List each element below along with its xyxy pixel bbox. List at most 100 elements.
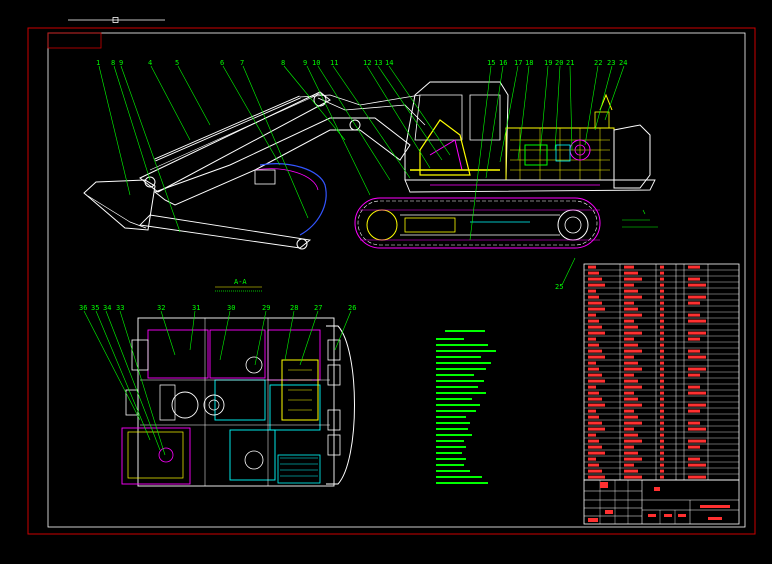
engine-compartment <box>505 93 615 181</box>
callout: 31 <box>192 304 200 312</box>
table-cell-mark <box>588 403 605 407</box>
callout: 23 <box>607 59 615 67</box>
callout: 16 <box>499 59 507 67</box>
table-cell-mark <box>688 427 706 431</box>
bucket <box>83 179 156 231</box>
table-cell-mark <box>688 337 700 341</box>
table-cell-mark <box>688 277 700 281</box>
table-cell-mark <box>588 391 599 395</box>
table-cell-mark <box>660 415 664 419</box>
svg-text:A-A: A-A <box>234 278 247 286</box>
table-cell-mark <box>624 325 638 329</box>
callout-25: 25 <box>555 283 563 291</box>
callout: 36 <box>79 304 87 312</box>
table-cell-mark <box>624 367 642 371</box>
table-cell-mark <box>588 331 605 335</box>
table-cell-mark <box>688 355 706 359</box>
table-cell-mark <box>688 301 700 305</box>
table-cell-mark <box>624 301 634 305</box>
top-leader-lines <box>98 65 625 241</box>
table-cell-mark <box>688 403 706 407</box>
table-cell-mark <box>624 475 642 479</box>
table-cell-mark <box>624 289 638 293</box>
table-cell-mark <box>660 307 664 311</box>
table-cell-mark <box>660 445 664 449</box>
table-cell-mark <box>588 475 605 479</box>
table-cell-mark <box>624 349 642 353</box>
table-cell-mark <box>688 373 700 377</box>
callout: 27 <box>314 304 322 312</box>
callout: 7 <box>240 59 244 67</box>
table-cell-mark <box>588 367 599 371</box>
table-cell-mark <box>660 343 664 347</box>
table-cell-mark <box>624 469 638 473</box>
callout: 34 <box>103 304 111 312</box>
callout: 33 <box>116 304 124 312</box>
table-cell-mark <box>588 325 602 329</box>
table-cell-mark <box>588 313 596 317</box>
table-cell-mark <box>588 469 602 473</box>
table-cell-mark <box>660 403 664 407</box>
section-label: A-A <box>215 278 262 292</box>
table-cell-mark <box>660 391 664 395</box>
table-cell-mark <box>588 421 602 425</box>
bottom-callouts: 36 35 34 33 32 31 30 29 28 27 26 <box>79 304 356 312</box>
table-cell-mark <box>688 313 700 317</box>
callout: 21 <box>566 59 574 67</box>
callout: 26 <box>348 304 356 312</box>
title-block <box>583 479 740 525</box>
table-cell-mark <box>660 301 664 305</box>
table-cell-mark <box>688 421 700 425</box>
table-cell-mark <box>688 283 706 287</box>
table-cell-mark <box>624 457 642 461</box>
counterweight <box>613 124 651 189</box>
stick <box>139 91 331 193</box>
table-cell-mark <box>688 331 706 335</box>
table-cell-mark <box>588 379 605 383</box>
table-cell-mark <box>624 427 634 431</box>
table-cell-mark <box>588 451 605 455</box>
table-cell-mark <box>660 427 664 431</box>
table-cell-mark <box>688 409 700 413</box>
callout: 30 <box>227 304 235 312</box>
callout: 9 <box>303 59 307 67</box>
table-cell-mark <box>688 265 700 269</box>
table-cell-mark <box>688 349 700 353</box>
callout: 11 <box>330 59 338 67</box>
table-cell-mark <box>660 451 664 455</box>
callout: 9 <box>119 59 123 67</box>
table-cell-mark <box>624 295 642 299</box>
table-cell-mark <box>588 433 596 437</box>
table-cell-mark <box>660 457 664 461</box>
callout: 14 <box>385 59 393 67</box>
table-cell-mark <box>660 355 664 359</box>
table-cell-mark <box>624 319 634 323</box>
callout: 24 <box>619 59 627 67</box>
table-cell-mark <box>624 373 634 377</box>
table-cell-mark <box>624 283 634 287</box>
leader-25 <box>561 257 576 286</box>
table-cell-mark <box>624 307 638 311</box>
table-cell-mark <box>660 313 664 317</box>
table-cell-mark <box>588 397 602 401</box>
table-cell-mark <box>588 319 599 323</box>
table-cell-mark <box>624 331 642 335</box>
table-cell-mark <box>624 421 642 425</box>
table-cell-mark <box>588 343 599 347</box>
table-cell-mark <box>588 457 596 461</box>
table-cell-mark <box>660 349 664 353</box>
table-cell-mark <box>624 451 638 455</box>
track-assembly <box>354 197 601 249</box>
table-cell-mark <box>688 319 706 323</box>
table-cell-mark <box>660 421 664 425</box>
callout: 29 <box>262 304 270 312</box>
callout: 6 <box>220 59 224 67</box>
table-cell-mark <box>660 319 664 323</box>
table-cell-mark <box>588 295 599 299</box>
table-cell-mark <box>588 415 599 419</box>
table-cell-mark <box>588 349 602 353</box>
callout: 35 <box>91 304 99 312</box>
table-cell-mark <box>624 409 634 413</box>
outer-frame <box>27 27 756 535</box>
table-cell-mark <box>660 337 664 341</box>
